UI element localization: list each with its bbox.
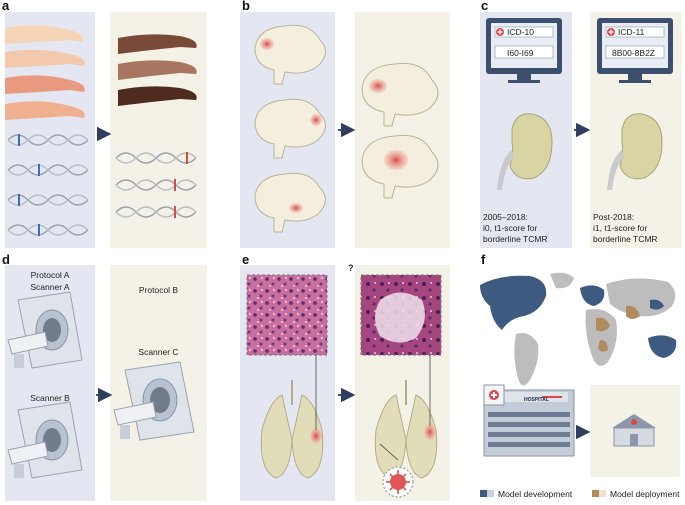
caption-old-tcmr: borderline TCMR — [483, 234, 548, 244]
caption-new-score: i1, t1-score for — [593, 223, 648, 233]
mri-scanner-illustration — [113, 361, 195, 441]
panel-c — [480, 12, 682, 248]
region-europe — [580, 285, 605, 306]
icd-range-old: I60-I69 — [507, 48, 534, 58]
panel-a-source-bg — [5, 12, 95, 248]
lesion-marker — [289, 203, 303, 213]
panel-f: HOSPITAL — [480, 272, 680, 497]
scanner-a-label: Scanner A — [30, 282, 70, 292]
legend-swatch-development-light — [487, 490, 494, 497]
region-asia — [606, 278, 676, 317]
caption-new-tcmr: borderline TCMR — [593, 234, 658, 244]
lesion-marker — [260, 38, 274, 50]
scanner-c-label: Scanner C — [138, 347, 179, 357]
region-north-america — [480, 275, 547, 330]
icd-code-old: ICD-10 — [507, 27, 534, 37]
caption-new-period: Post-2018: — [593, 212, 635, 222]
kidney-illustration — [497, 113, 663, 190]
panel-b-target-bg — [355, 12, 450, 248]
icd-code-new: ICD-11 — [618, 27, 645, 37]
legend-deployment-label: Model deployment — [610, 489, 680, 499]
panel-label-a: a — [2, 0, 10, 13]
protocol-b-label: Protocol B — [138, 285, 179, 295]
region-south-america — [514, 333, 539, 386]
scanner-b-label: Scanner B — [30, 393, 70, 403]
caption-old-score: i0, t1-score for — [483, 223, 538, 233]
mri-scanner-illustration — [7, 401, 83, 479]
panel-label-f: f — [481, 252, 486, 267]
lesion-marker — [310, 428, 322, 444]
protocol-a-label: Protocol A — [30, 270, 70, 280]
legend-swatch-deployment — [592, 490, 599, 497]
panel-e — [240, 265, 450, 501]
monitor-icon — [486, 18, 562, 83]
lesion-marker — [384, 150, 408, 170]
icd-range-new: 8B00-8B2Z — [612, 48, 655, 58]
panel-label-d: d — [2, 252, 10, 267]
panel-b — [240, 12, 450, 248]
arm-illustration-dark — [118, 34, 197, 106]
region-greenland — [550, 272, 574, 289]
region-australia — [648, 335, 677, 358]
hospital-illustration — [483, 384, 575, 457]
clinic-illustration — [612, 414, 656, 447]
region-africa — [585, 309, 617, 366]
panel-d — [5, 265, 207, 501]
panel-label-c: c — [481, 0, 489, 13]
legend-swatch-development — [480, 490, 487, 497]
lesion-marker — [424, 424, 436, 440]
world-map — [480, 272, 677, 386]
panel-label-b: b — [242, 0, 250, 13]
mri-scanner-illustration — [7, 291, 83, 369]
question-mark: ? — [348, 263, 354, 273]
legend-swatch-deployment-light — [599, 490, 606, 497]
caption-old-period: 2005–2018: — [483, 212, 528, 222]
lung-illustration — [260, 394, 438, 479]
brain-illustration — [254, 24, 439, 233]
lesion-marker — [310, 114, 322, 126]
panel-label-e: e — [242, 252, 250, 267]
lesion-marker — [369, 79, 387, 93]
legend-development-label: Model development — [498, 489, 573, 499]
panel-a — [5, 12, 207, 248]
histology-patch-source — [246, 274, 328, 356]
hospital-sign: HOSPITAL — [524, 397, 549, 403]
dna-helix-source — [7, 134, 89, 236]
monitor-icon — [597, 18, 673, 83]
dna-helix-target — [115, 152, 197, 218]
arm-illustration-light — [5, 25, 85, 120]
